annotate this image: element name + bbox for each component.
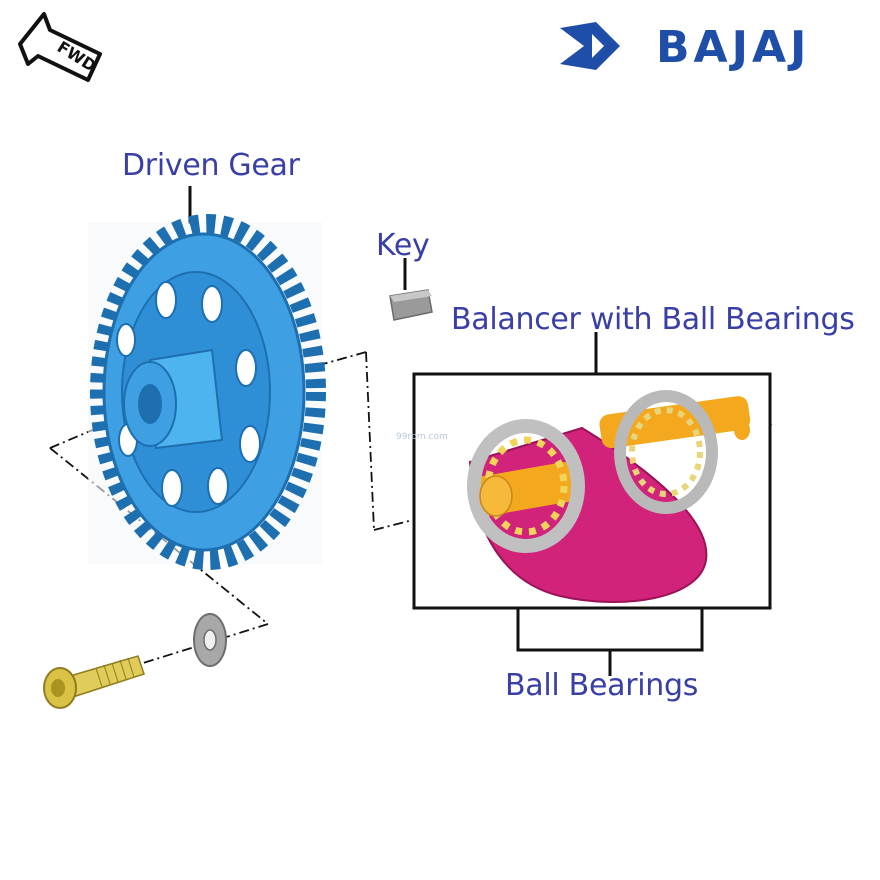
ball-bearings-label: Ball Bearings (505, 668, 699, 703)
balancer-icon (467, 390, 751, 603)
driven-gear-label: Driven Gear (122, 148, 300, 183)
fwd-arrow-icon: FWD (18, 12, 102, 82)
balancer-label: Balancer with Ball Bearings (451, 302, 855, 337)
brand-name: BAJAJ (656, 22, 811, 73)
bajaj-logo-icon (560, 22, 620, 70)
key-label: Key (376, 228, 430, 263)
key-icon (389, 289, 433, 321)
washer-icon (193, 613, 227, 667)
driven-gear-icon (88, 214, 326, 570)
watermark: 99rpm.com (396, 432, 448, 442)
bolt-icon (43, 655, 145, 709)
